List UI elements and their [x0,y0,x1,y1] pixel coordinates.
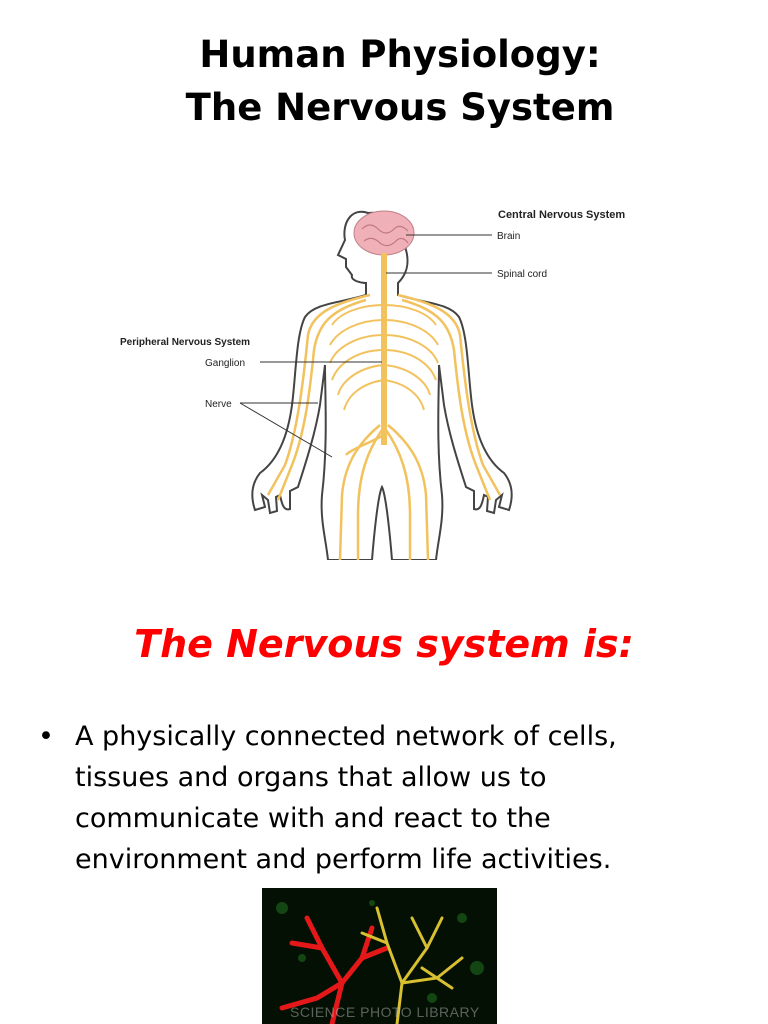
bullet-marker: • [38,721,54,752]
yellow-neuron [360,906,464,1024]
leg-nerves [338,424,430,560]
brain-label: Brain [497,231,520,242]
cns-label: Central Nervous System [498,209,625,221]
bullet-item: • A physically connected network of cell… [38,716,678,880]
rib-nerves [329,304,439,411]
title-line-1: Human Physiology: [199,33,601,76]
brain-folds [361,224,409,247]
slide-title: Human Physiology: The Nervous System [0,28,768,134]
arm-nerves [266,293,502,501]
watermark: SCIENCE PHOTO LIBRARY [290,1004,480,1020]
nervous-system-svg: Central Nervous System Brain Spinal cord… [120,209,625,560]
neuron-micrograph-svg [262,888,497,1024]
body-outline [251,210,513,560]
bullet-text: A physically connected network of cells,… [75,721,617,875]
green-background-cells [276,900,484,1003]
nerve-label: Nerve [205,399,232,410]
pns-label: Peripheral Nervous System [120,337,250,348]
title-line-2: The Nervous System [185,86,615,129]
label-lines [239,234,492,458]
ganglion-label: Ganglion [205,358,245,369]
neuron-micrograph: SCIENCE PHOTO LIBRARY [262,888,497,1024]
red-neuron [279,915,390,1024]
spinal-cord-label: Spinal cord [497,269,547,280]
section-heading: The Nervous system is: [134,622,634,666]
nervous-system-diagram: Central Nervous System Brain Spinal cord… [100,195,660,560]
